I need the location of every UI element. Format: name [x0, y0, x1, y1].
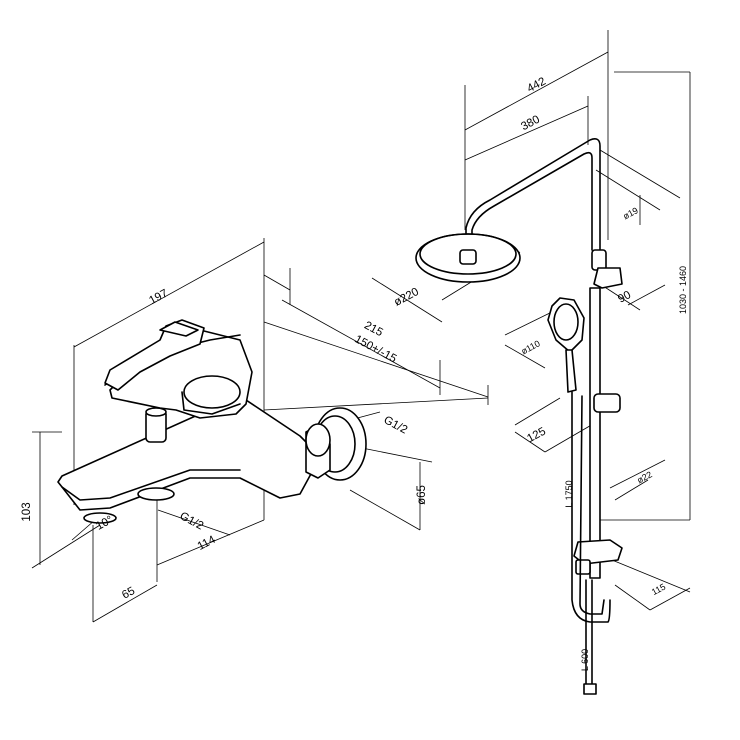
dim-hand-110: ø110 — [519, 338, 541, 356]
dim-65: 65 — [120, 585, 137, 602]
dim-head-220: ø220 — [392, 286, 421, 309]
dim-103: 103 — [21, 502, 33, 521]
thread-g12-bottom: G1/2 — [178, 510, 206, 532]
dim-bracket-115: 115 — [650, 582, 667, 598]
dim-pipe-19: ø19 — [621, 205, 639, 221]
dim-bar-22: ø22 — [635, 469, 653, 485]
dim-hand-125: 125 — [525, 426, 548, 446]
dim-hose-600: L 600 — [580, 649, 590, 671]
dim-height-range: 1030 - 1460 — [678, 266, 688, 314]
dim-197: 197 — [147, 288, 170, 308]
dim-holder-90: 90 — [616, 289, 633, 306]
dim-150-tolerance: 150+/-15 — [352, 333, 398, 365]
dim-114: 114 — [196, 533, 218, 552]
dim-hose-1750: L 1750 — [564, 480, 574, 507]
dim-442: 442 — [525, 76, 548, 96]
bath-mixer-drawing — [31, 238, 489, 623]
shower-system-drawing — [371, 30, 691, 695]
dim-380: 380 — [519, 114, 542, 134]
thread-g12-top: G1/2 — [382, 414, 410, 436]
dim-flange-65: ø65 — [416, 485, 428, 505]
